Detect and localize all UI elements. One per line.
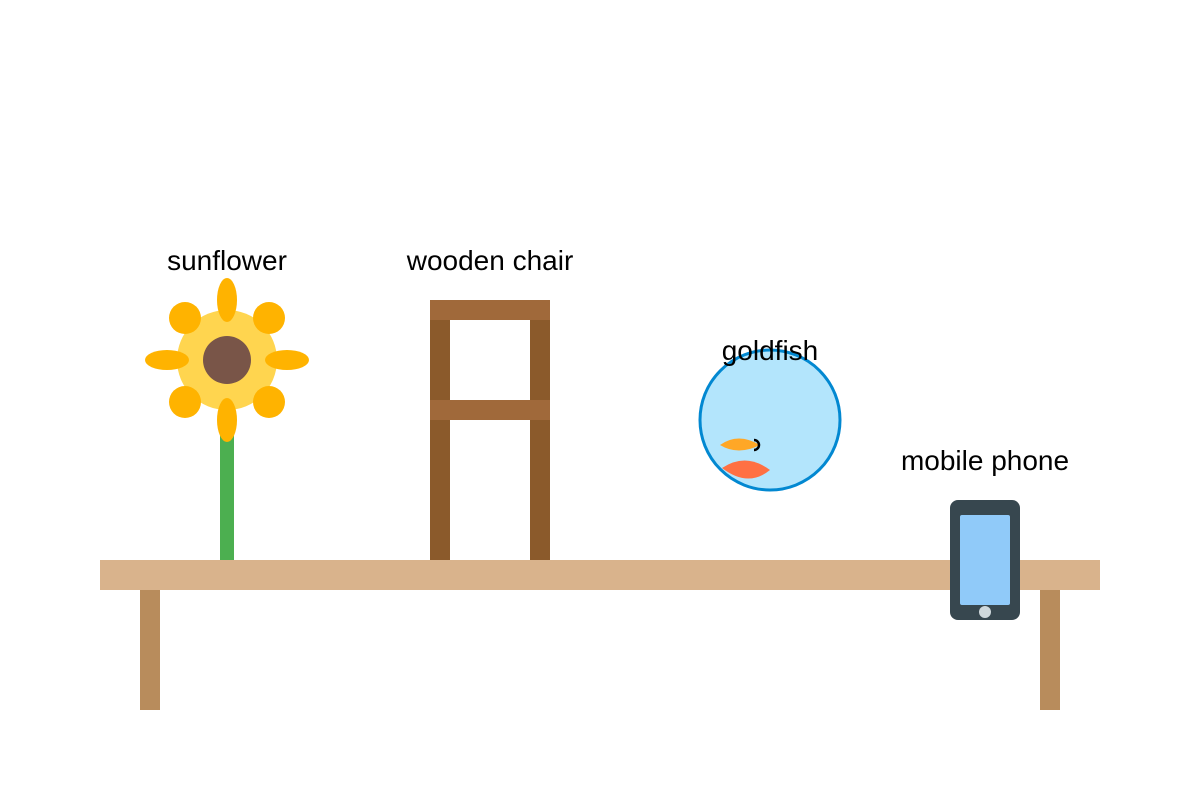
goldfish-label: goldfish bbox=[722, 335, 819, 366]
chair-leg-right bbox=[530, 300, 550, 560]
chair-seat-rail bbox=[430, 400, 550, 420]
sunflower-label: sunflower bbox=[167, 245, 287, 276]
chair-label: wooden chair bbox=[406, 245, 574, 276]
table-leg-right bbox=[1040, 588, 1060, 710]
sunflower-icon bbox=[145, 278, 309, 560]
table-icon bbox=[100, 560, 1100, 710]
phone-icon bbox=[950, 500, 1020, 620]
phone-label: mobile phone bbox=[901, 445, 1069, 476]
table-top bbox=[100, 560, 1100, 590]
chair-icon bbox=[430, 300, 550, 560]
table-leg-left bbox=[140, 588, 160, 710]
phone-screen bbox=[960, 515, 1010, 605]
chair-top-rail bbox=[430, 300, 550, 320]
petal-left bbox=[145, 350, 189, 370]
sunflower-center bbox=[203, 336, 251, 384]
fish-bowl bbox=[698, 348, 842, 492]
goldfish-icon bbox=[698, 348, 842, 492]
petal-right bbox=[265, 350, 309, 370]
phone-home-button bbox=[979, 606, 991, 618]
petal-top-left bbox=[169, 302, 201, 334]
petal-bottom-right bbox=[253, 386, 285, 418]
fish-small bbox=[720, 438, 760, 451]
sunflower-stem bbox=[220, 420, 234, 560]
petal-bottom bbox=[217, 398, 237, 442]
fish-large bbox=[722, 460, 770, 479]
petal-bottom-left bbox=[169, 386, 201, 418]
fish-eye bbox=[753, 438, 761, 452]
petal-top-right bbox=[253, 302, 285, 334]
chair-leg-left bbox=[430, 300, 450, 560]
petal-top bbox=[217, 278, 237, 322]
